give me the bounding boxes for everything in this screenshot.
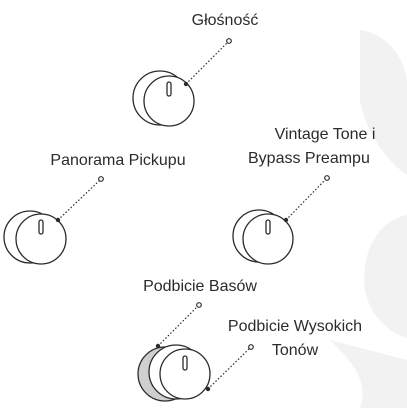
volume-knob	[132, 70, 195, 128]
volume-leader	[183, 38, 232, 87]
background-watermark	[330, 30, 407, 408]
pickup-pan-leader	[55, 176, 104, 223]
bass-label: Podbicie Basów	[143, 278, 257, 295]
volume-label: Głośność	[191, 12, 259, 29]
bass-treble-knob	[137, 344, 211, 402]
vintage-label-line2: Bypass Preampu	[248, 150, 370, 167]
treble-label-line2: Tonów	[271, 342, 319, 359]
vintage-tone-knob	[232, 209, 294, 265]
treble-label-line1: Podbicie Wysokich	[227, 318, 363, 335]
pickup-pan-label-line2: Pickupu	[128, 152, 186, 169]
pickup-pan-label-line1: Panorama	[50, 152, 125, 169]
vintage-tone-leader	[283, 175, 330, 223]
bass-leader	[155, 302, 202, 349]
treble-leader	[205, 344, 254, 392]
vintage-label-line1: Vintage Tone i	[274, 126, 376, 143]
pickup-pan-label: Panorama Pickupu	[8, 150, 228, 172]
pickup-pan-knob	[3, 210, 67, 265]
